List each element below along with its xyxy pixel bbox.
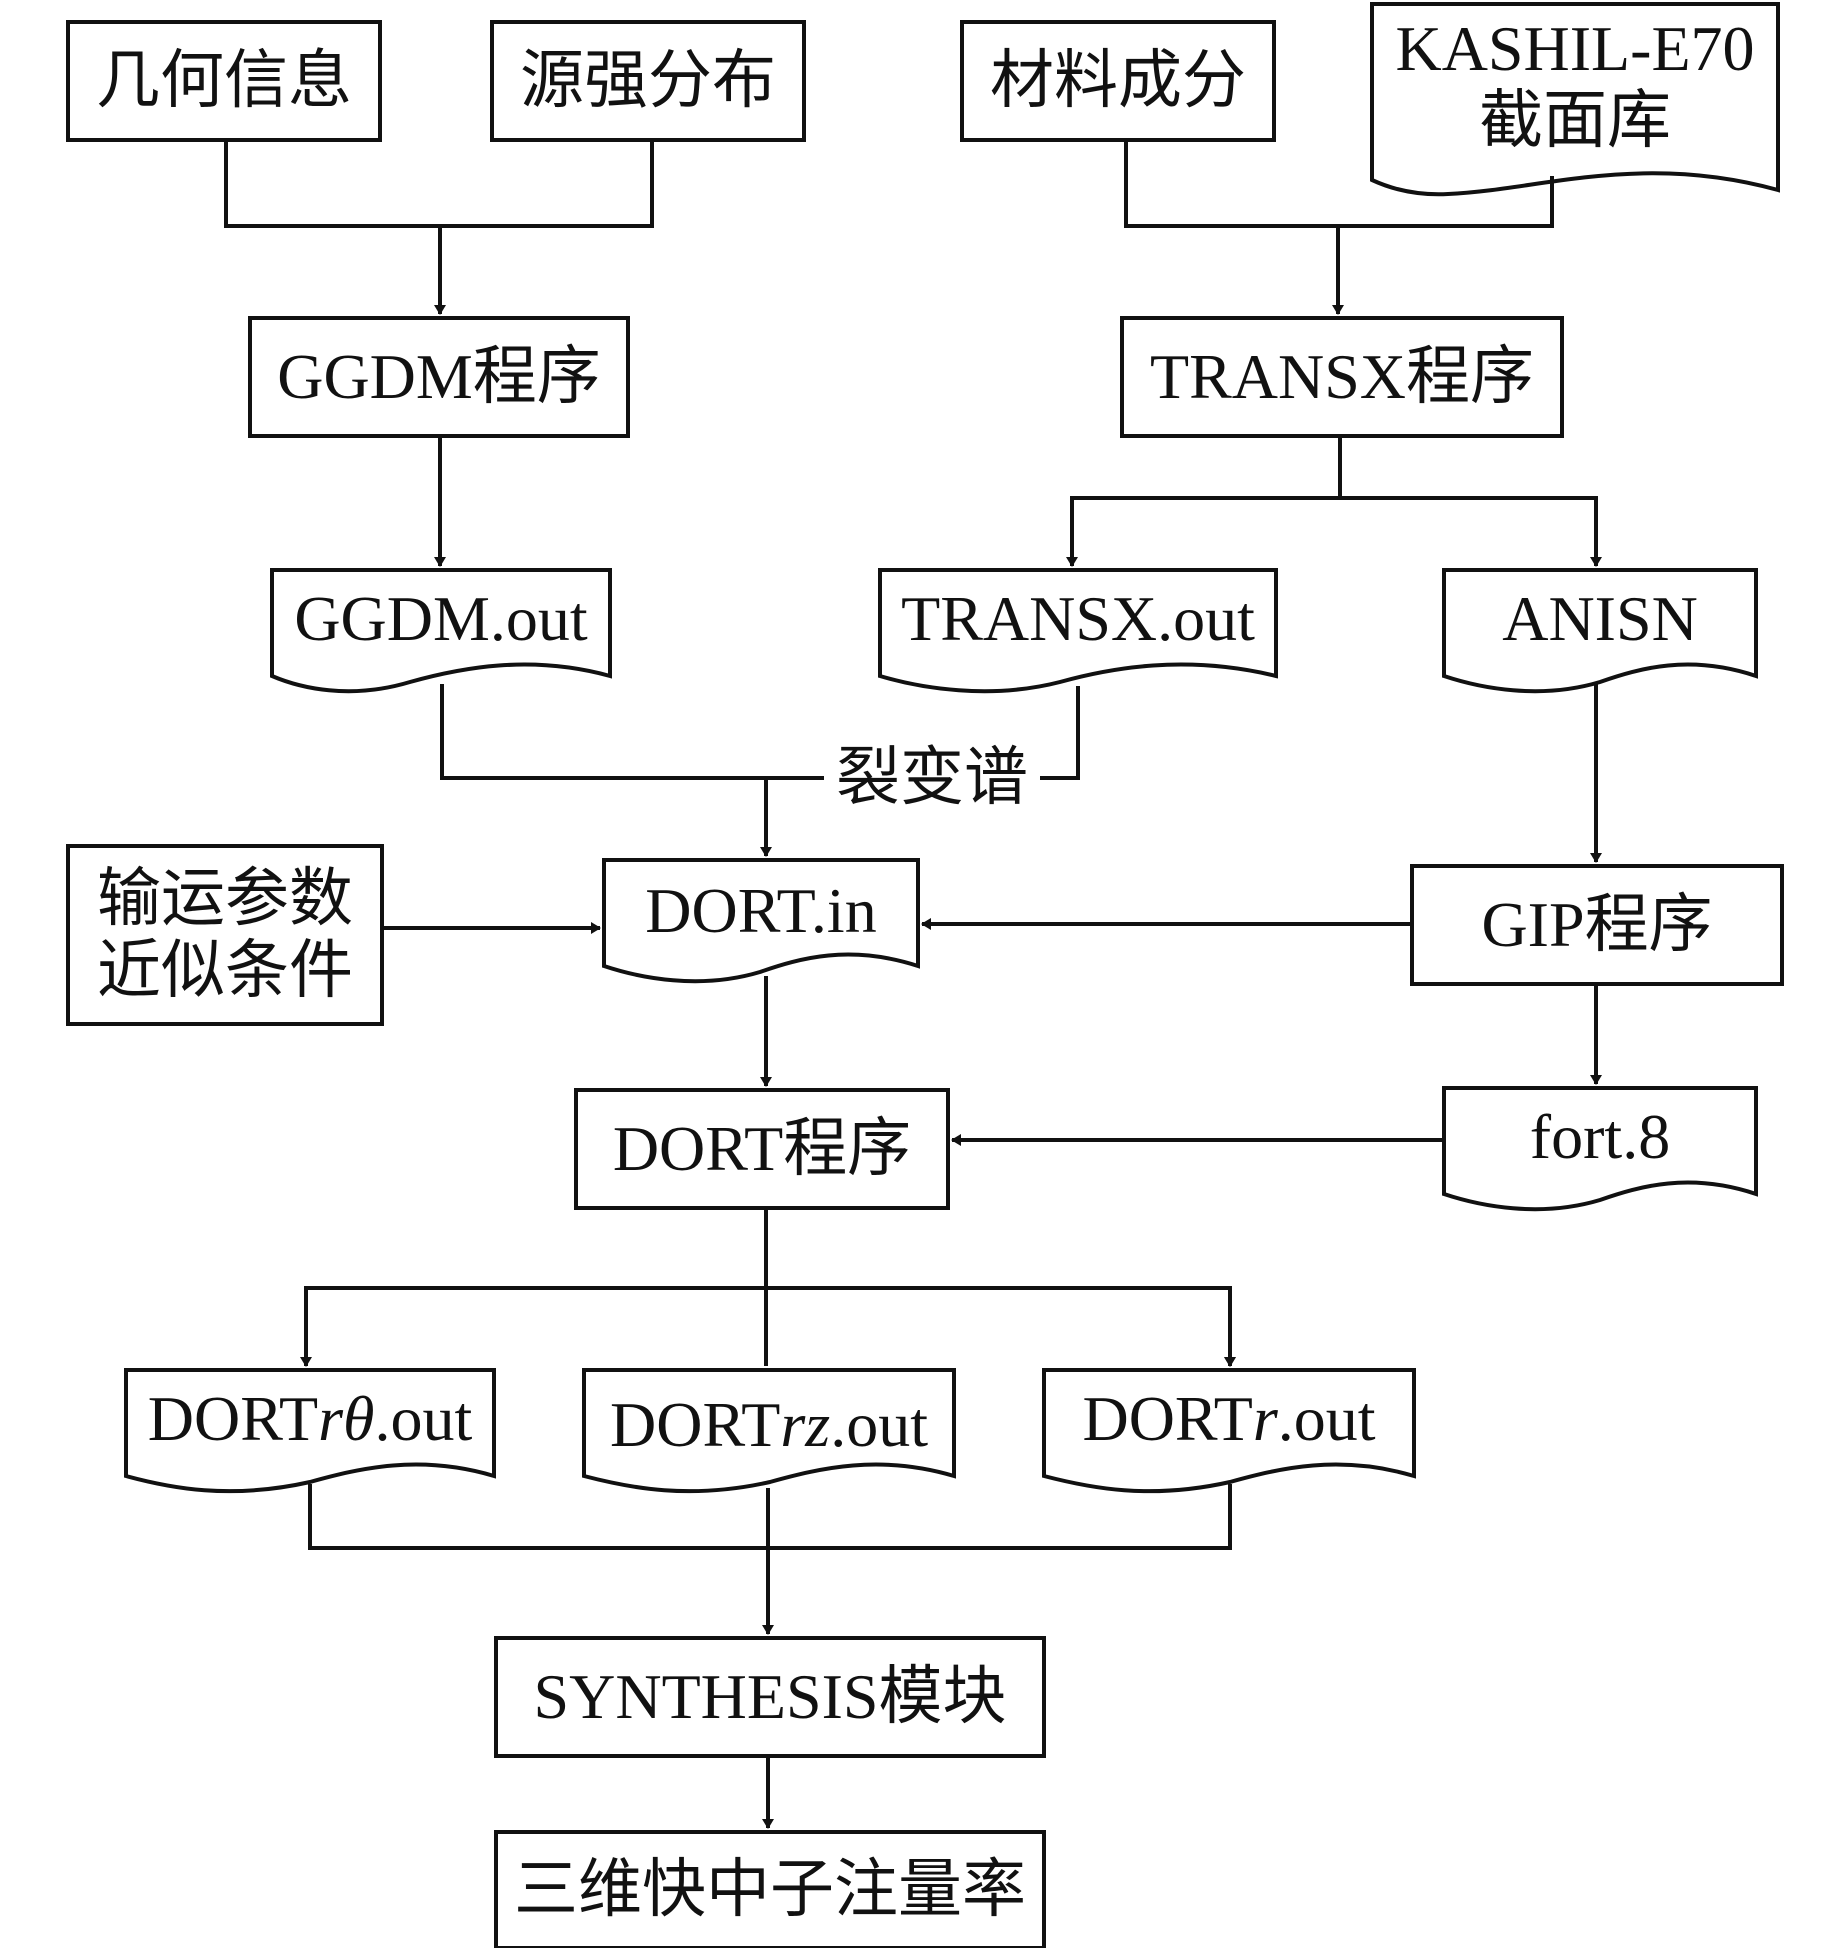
fort8-label: fort.8: [1529, 1101, 1671, 1172]
material-comp-box: [960, 20, 1276, 142]
dort-rtheta-out-label: DORTrθ.out: [147, 1383, 473, 1454]
transport-params-box: [66, 844, 384, 1026]
transx-out-doc: [878, 568, 1278, 694]
kashil-lib-label: KASHIL-E70 截面库: [1395, 13, 1755, 156]
transport-params-label: 输运参数 近似条件: [97, 863, 353, 1006]
fluence-3d-box: [494, 1830, 1046, 1948]
connector-ggdm-out-merge: [440, 684, 824, 780]
kashil-lib-doc: [1370, 2, 1780, 197]
ggdm-program-label: GGDM程序: [277, 341, 601, 412]
fluence-3d-label: 三维快中子注量率: [514, 1854, 1026, 1925]
dort-program-box: [574, 1088, 950, 1210]
connector-transx-out-merge: [1040, 686, 1080, 780]
dort-r-out-doc: [1042, 1368, 1416, 1494]
dort-in-doc: [602, 858, 920, 984]
material-comp-label: 材料成分: [990, 45, 1246, 116]
synthesis-label: SYNTHESIS模块: [533, 1661, 1007, 1732]
connector-transx-to-anisn: [1340, 496, 1602, 567]
ggdm-out-label: GGDM.out: [294, 583, 588, 654]
dort-rtheta-out-doc: [124, 1368, 496, 1494]
source-dist-label: 源强分布: [520, 45, 776, 116]
dort-program-label: DORT程序: [612, 1113, 912, 1184]
dort-rz-out-label: DORTrz.out: [610, 1389, 928, 1460]
connector-transx-split: [1066, 436, 1342, 567]
source-dist-box: [490, 20, 806, 142]
ggdm-out-doc: [270, 568, 612, 694]
anisn-doc: [1442, 568, 1758, 694]
anisn-label: ANISN: [1502, 583, 1698, 654]
gip-program-label: GIP程序: [1481, 889, 1713, 960]
dort-in-label: DORT.in: [645, 875, 877, 946]
transx-out-label: TRANSX.out: [901, 583, 1255, 654]
geometry-info-label: 几何信息: [96, 45, 352, 116]
dort-rz-out-doc: [582, 1368, 956, 1494]
dort-r-out-label: DORTr.out: [1082, 1383, 1376, 1454]
connector-inputs-to-ggdm: [224, 140, 654, 314]
fort8-doc: [1442, 1086, 1758, 1212]
transx-program-label: TRANSX程序: [1149, 341, 1535, 412]
connector-outputs-merge: [308, 1484, 1232, 1634]
connector-dort-split: [304, 1208, 1230, 1366]
connector-inputs-to-transx: [1124, 140, 1554, 314]
fission-spectrum-label: 裂变谱: [824, 742, 1040, 814]
